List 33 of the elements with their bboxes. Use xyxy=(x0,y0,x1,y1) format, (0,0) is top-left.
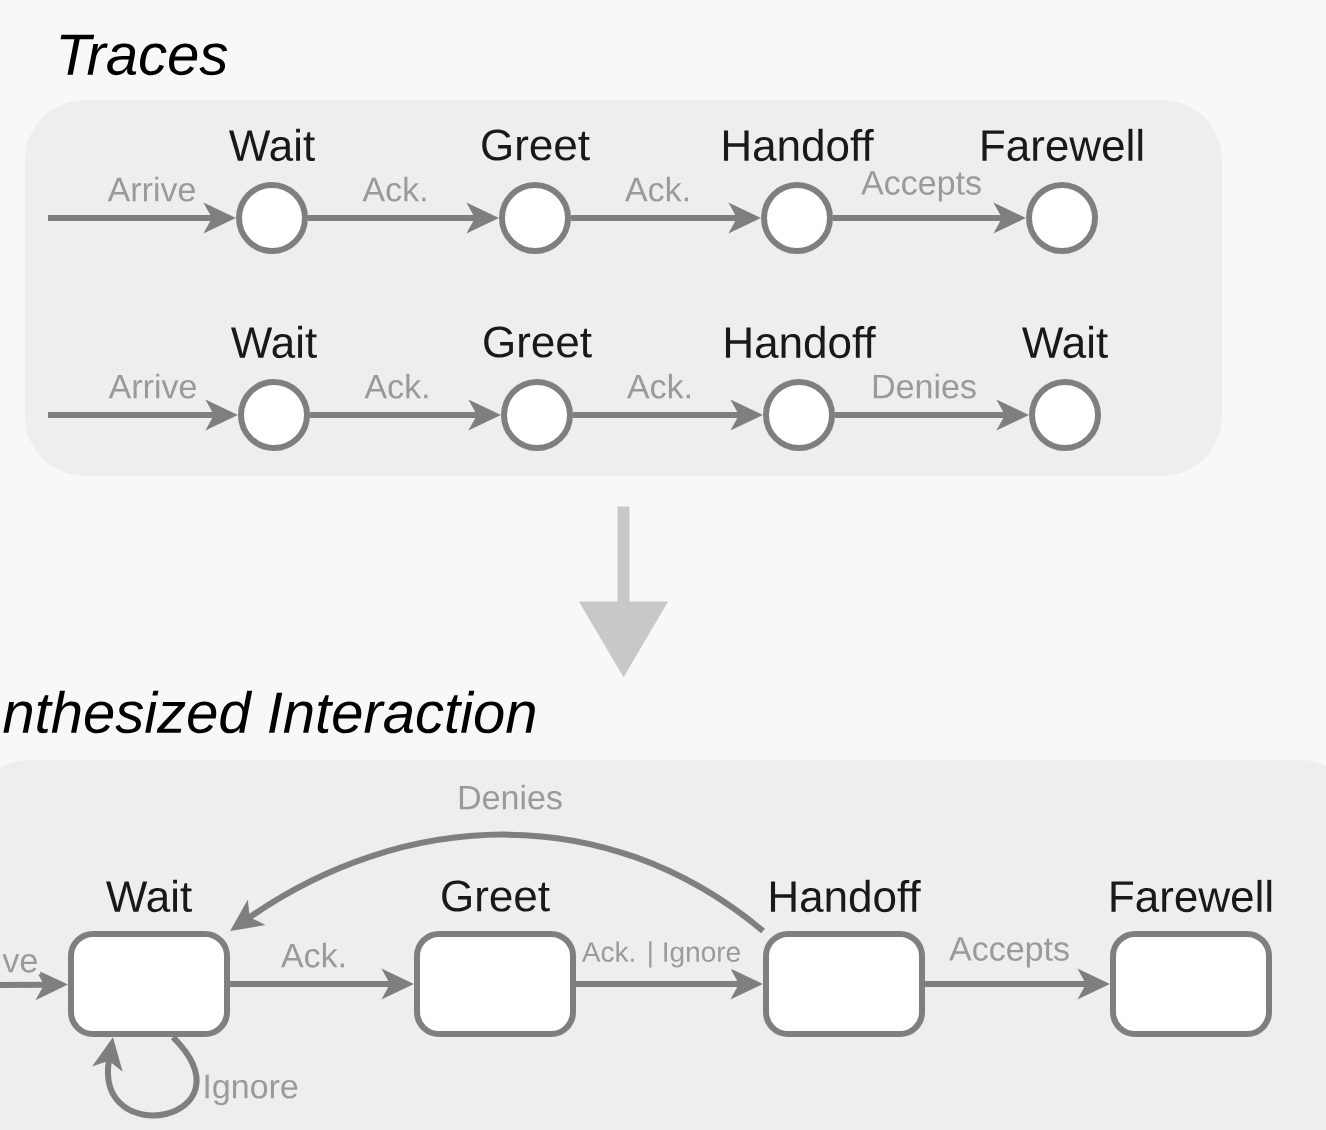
self-loop-arrow xyxy=(92,1035,199,1119)
node-label: Wait xyxy=(1022,325,1108,359)
state-box: Wait xyxy=(68,879,230,1037)
node-label: Handoff xyxy=(723,128,874,162)
edge-label: Ignore xyxy=(200,1072,301,1108)
edge-label: Ack. xyxy=(622,174,694,204)
edge-label: Denies xyxy=(455,782,565,812)
node-label: Farewell xyxy=(982,128,1143,162)
node-label: Wait xyxy=(106,879,192,913)
edge-label: Ack. xyxy=(278,940,350,970)
node-label: nthesized Interaction xyxy=(3,690,535,734)
edge-label: Denies xyxy=(869,371,979,401)
node-label: Greet xyxy=(442,880,550,912)
edge-label: Ack. xyxy=(360,174,431,204)
state-box: Greet xyxy=(414,880,576,1037)
edge-label: Arrive xyxy=(105,174,199,204)
state-box: Farewell xyxy=(1110,879,1272,1037)
node-label: Traces xyxy=(60,34,228,76)
edge-label: ve xyxy=(0,952,41,975)
node-label: Farewell xyxy=(1111,879,1272,913)
node-label: Greet xyxy=(484,326,592,358)
node-label: Handoff xyxy=(770,879,921,913)
node-label: Wait xyxy=(229,128,315,162)
edge-label: Ack. xyxy=(362,371,433,401)
edge-label: Ack. | Ignore xyxy=(579,939,744,970)
edge-label: Accepts xyxy=(947,935,1072,970)
edge-label: Accepts xyxy=(859,169,984,204)
node-label: Greet xyxy=(482,129,590,161)
edge-label: Arrive xyxy=(106,371,200,401)
node-label: Handoff xyxy=(725,325,876,359)
edge-label: Ack. xyxy=(624,371,696,401)
state-box: Handoff xyxy=(763,879,925,1037)
node-label: Wait xyxy=(231,325,317,359)
